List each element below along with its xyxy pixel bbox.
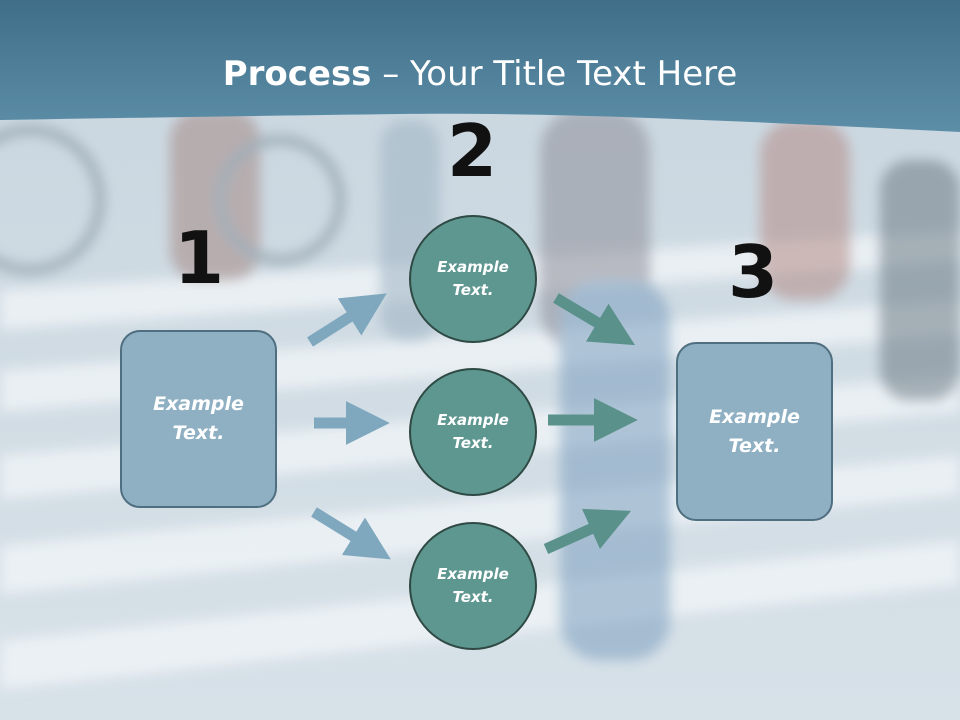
step-1-box: Example Text. (120, 330, 277, 508)
step-3-label-line1: Example (709, 405, 800, 428)
circle-top-label-line2: Text. (452, 281, 494, 299)
step-2-circle-top: Example Text. (409, 215, 537, 343)
slide-title: Process – Your Title Text Here (0, 52, 960, 96)
step-number-3: 3 (727, 230, 779, 314)
arrow-top-to-3 (553, 293, 636, 346)
step-2-circle-middle: Example Text. (409, 368, 537, 496)
step-1-label-line2: Text. (172, 422, 225, 444)
title-rest: – Your Title Text Here (371, 54, 738, 94)
step-1-label-line1: Example (153, 393, 244, 415)
arrow-1-to-bottom (311, 507, 391, 560)
step-3-label-line2: Text. (728, 434, 781, 457)
step-number-2: 2 (446, 109, 498, 193)
step-number-1: 1 (173, 216, 225, 300)
arrow-1-to-top (307, 293, 387, 347)
circle-bottom-label-line2: Text. (452, 588, 494, 606)
circle-middle-label-line2: Text. (452, 434, 494, 452)
circle-bottom-label-line1: Example (437, 565, 509, 583)
title-bold: Process (222, 54, 372, 94)
circle-top-label-line1: Example (437, 258, 509, 276)
step-2-circle-bottom: Example Text. (409, 522, 537, 650)
circle-middle-label-line1: Example (437, 411, 509, 429)
step-3-box: Example Text. (676, 342, 833, 521)
arrow-bottom-to-3 (543, 508, 632, 555)
